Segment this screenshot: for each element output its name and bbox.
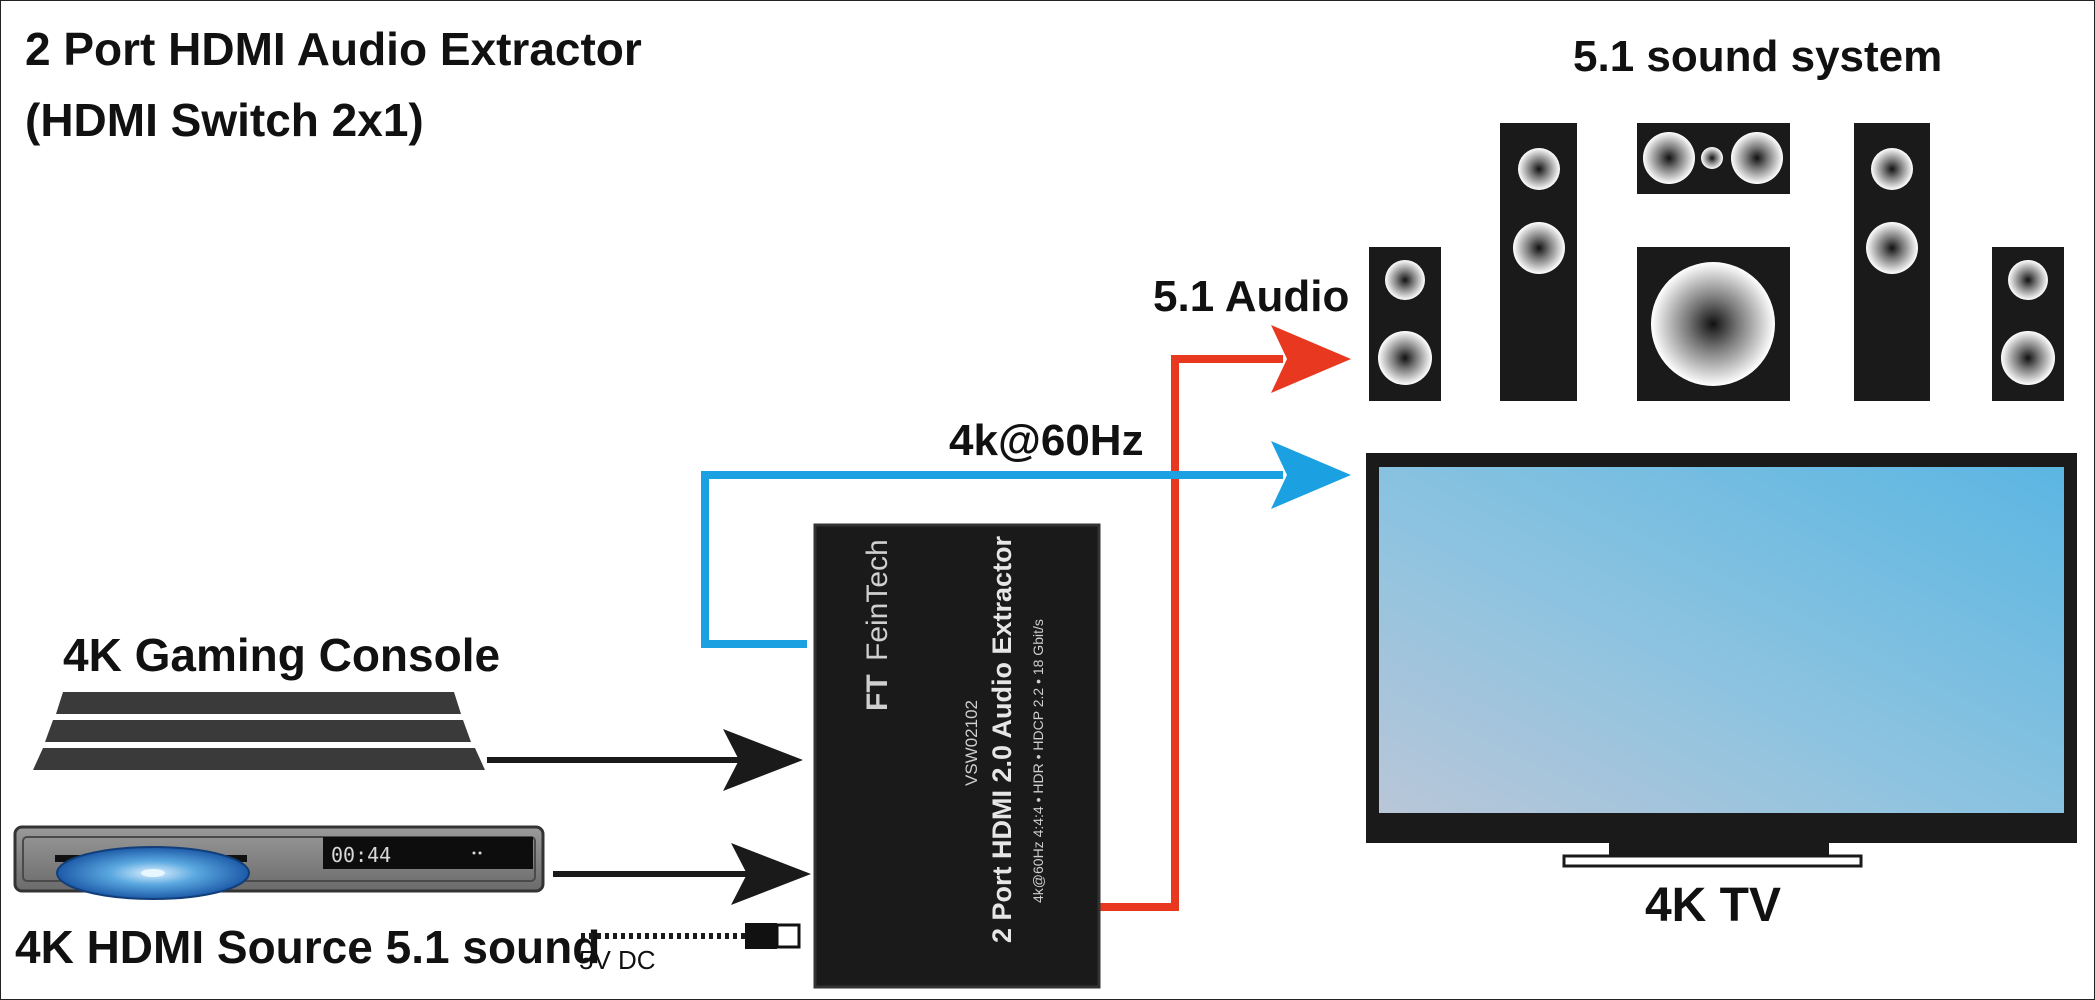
device-model: VSW02102	[962, 700, 981, 786]
speaker-rear-right-small	[1992, 247, 2064, 401]
video-cable	[701, 441, 1351, 648]
tv-label: 4K TV	[1645, 879, 1781, 932]
speaker-tower-left	[1500, 123, 1577, 401]
speaker-system	[1369, 123, 2064, 401]
hdmi-source-player: 00:44	[13, 825, 545, 900]
audio-label: 5.1 Audio	[1153, 272, 1349, 321]
audio-arrow-head	[1271, 325, 1351, 393]
gaming-console-label: 4K Gaming Console	[63, 629, 500, 681]
audio-cable	[1099, 325, 1351, 911]
title-line-1: 2 Port HDMI Audio Extractor	[25, 23, 642, 75]
power-plug	[745, 923, 777, 949]
video-label: 4k@60Hz	[949, 416, 1144, 465]
gaming-console	[33, 692, 485, 770]
tv-screen	[1379, 467, 2064, 813]
tv-stand	[1562, 854, 1863, 868]
sound-system-label: 5.1 sound system	[1573, 32, 1942, 81]
feintech-logo-mark: FT	[861, 674, 894, 711]
speaker-center	[1637, 123, 1790, 194]
tv-neck	[1609, 843, 1829, 857]
device-brand: FeinTech	[861, 539, 894, 661]
device-specs: 4k@60Hz 4:4:4 • HDR • HDCP 2.2 • 18 Gbit…	[1030, 619, 1046, 903]
device-name: 2 Port HDMI 2.0 Audio Extractor	[987, 535, 1017, 943]
device-logo: FT FeinTech	[861, 539, 894, 711]
console-input-cable	[487, 729, 803, 791]
title-line-2: (HDMI Switch 2x1)	[25, 94, 424, 146]
speaker-subwoofer	[1637, 247, 1790, 401]
speaker-front-left-small	[1369, 247, 1441, 401]
video-arrow-head	[1271, 441, 1351, 509]
tv	[1366, 453, 2077, 868]
power-cable	[581, 923, 801, 949]
power-label: 5V DC	[579, 945, 656, 975]
audio-extractor-device: FT FeinTech VSW02102 2 Port HDMI 2.0 Aud…	[813, 523, 1101, 989]
player-display	[323, 837, 533, 869]
console-arrow-head	[723, 729, 803, 791]
source-input-cable	[553, 843, 811, 905]
speaker-tower-right	[1854, 123, 1930, 401]
source-arrow-head	[731, 843, 811, 905]
diagram-title: 2 Port HDMI Audio Extractor (HDMI Switch…	[25, 23, 642, 146]
hdmi-source-label: 4K HDMI Source 5.1 sound	[15, 921, 600, 973]
player-display-time: 00:44	[331, 843, 391, 867]
